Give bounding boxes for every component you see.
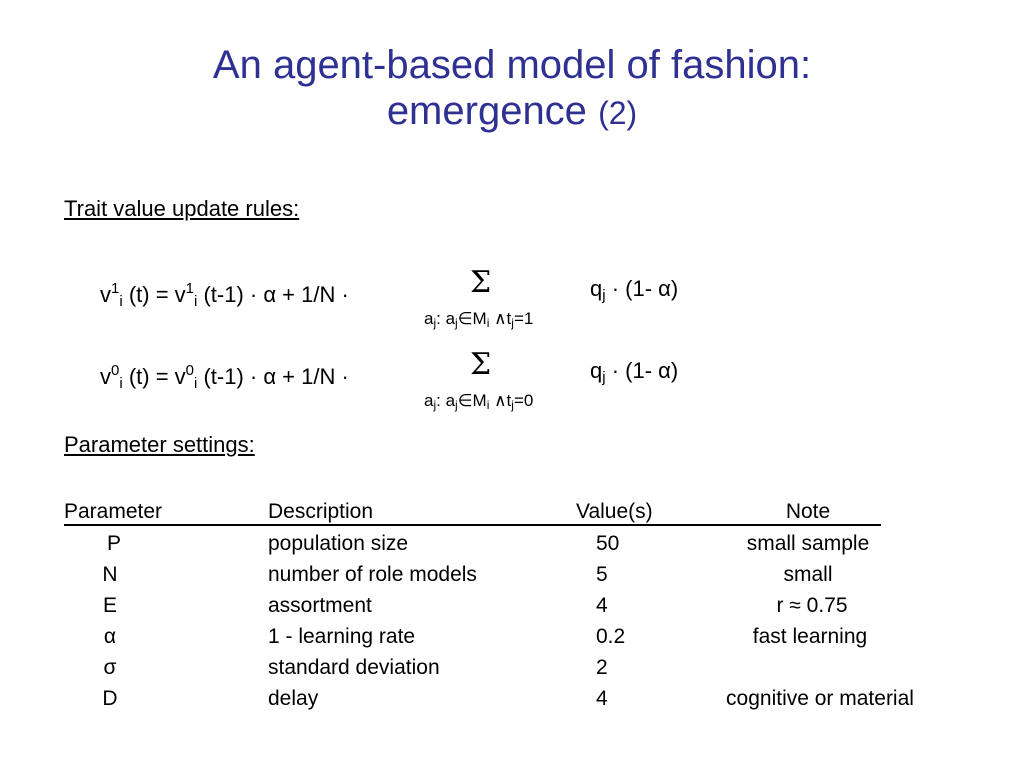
table-row-value: 4 — [596, 594, 608, 617]
table-row-value: 50 — [596, 532, 620, 555]
formula-1-sigma: Σ — [470, 265, 492, 300]
table-row-desc: delay — [268, 687, 319, 710]
formula-1-v: v — [100, 282, 111, 307]
table-row-param: σ — [103, 656, 117, 679]
title-suffix: (2) — [598, 95, 638, 131]
formula-2-sigma: Σ — [470, 347, 492, 382]
slide-title: An agent-based model of fashion: emergen… — [0, 42, 1024, 136]
title-line-2: emergence (2) — [0, 88, 1024, 136]
heading-parameter-settings: Parameter settings: — [64, 432, 255, 457]
formula-1-left-rest: (t) = v — [128, 282, 186, 307]
formula-2-condition: aj: aj∈Mi ∧tj=0 — [424, 391, 533, 415]
formula-1-mid: (t-1) · α + 1/N · — [203, 282, 349, 307]
formula-2-cond-a: a — [424, 391, 434, 410]
table-row-note: small sample — [746, 532, 870, 555]
formula-1-rhs: qj · (1- α) — [590, 276, 678, 309]
table-row-desc: assortment — [268, 594, 372, 617]
formula-2-sup: 0 — [111, 362, 120, 379]
table-row-param: N — [102, 563, 118, 586]
formula-1-right: · (1- α) — [611, 276, 679, 301]
table-row-note: r ≈ 0.75 — [776, 594, 848, 617]
formula-1-qsub: j — [602, 287, 606, 304]
formula-1-sub2: i — [194, 293, 198, 310]
formula-2-sub2: i — [194, 375, 198, 392]
table-row-desc: standard deviation — [268, 656, 440, 679]
formula-2-lhs: v0i (t) = v0i (t-1) · α + 1/N · — [100, 358, 349, 397]
table-row-param: E — [102, 594, 117, 617]
formula-1-lhs: v1i (t) = v1i (t-1) · α + 1/N · — [100, 276, 349, 315]
formula-1-cond-colon: : a — [436, 309, 456, 328]
table-row-desc: population size — [268, 532, 409, 555]
table-row-value: 0.2 — [596, 625, 626, 648]
formula-1-condition: aj: aj∈Mi ∧tj=1 — [424, 309, 533, 333]
formula-2-q: q — [590, 358, 603, 383]
formula-1-cond-j2: j — [455, 316, 458, 330]
table-row-desc: number of role models — [268, 563, 477, 586]
formula-2-cond-colon: : a — [436, 391, 456, 410]
table-row-value: 2 — [596, 656, 608, 679]
formula-1-sub: i — [119, 293, 123, 310]
heading-update-rules: Trait value update rules: — [64, 196, 300, 221]
formula-2-mid: (t-1) · α + 1/N · — [203, 364, 349, 389]
formula-1-cond-a: a — [424, 309, 434, 328]
table-header-rule — [64, 524, 881, 526]
table-row-param: P — [106, 532, 121, 555]
formula-2-right: · (1- α) — [611, 358, 679, 383]
formula-2-cond-j2: j — [455, 398, 458, 412]
formula-2-sup2: 0 — [185, 362, 194, 379]
formula-2-cond-j: j — [433, 398, 437, 412]
formula-2-v: v — [100, 364, 111, 389]
formula-2-qsub: j — [602, 369, 606, 386]
table-header-values: Value(s) — [576, 500, 653, 523]
formula-2-sub: i — [119, 375, 123, 392]
formula-2-left-rest: (t) = v — [128, 364, 186, 389]
formula-1-cond-and: ∧t — [489, 309, 512, 328]
table-row-value: 5 — [596, 563, 608, 586]
table-row-param: D — [102, 687, 118, 710]
formula-1-cond-j: j — [433, 316, 437, 330]
table-row-desc: 1 - learning rate — [268, 625, 416, 648]
table-row-value: 4 — [596, 687, 608, 710]
table-row-param: α — [103, 625, 117, 648]
formula-2-cond-j3: j — [511, 398, 514, 412]
table-header-description: Description — [268, 500, 374, 523]
formula-1-sup: 1 — [111, 280, 120, 297]
formula-2-cond-in: ∈M — [457, 391, 487, 410]
formula-2-rhs: qj · (1- α) — [590, 358, 678, 391]
formula-1-sup2: 1 — [185, 280, 194, 297]
title-emergence: emergence — [386, 89, 587, 133]
formula-1-q: q — [590, 276, 603, 301]
formula-1-cond-j3: j — [511, 316, 514, 330]
formula-2-cond-i: i — [486, 398, 490, 412]
table-header-parameter: Parameter — [64, 500, 163, 523]
formula-1-cond-i: i — [486, 316, 490, 330]
title-line-1: An agent-based model of fashion: — [212, 43, 812, 87]
table-header-note: Note — [785, 500, 831, 523]
formula-1-cond-eq: =1 — [513, 309, 534, 328]
formula-2-cond-eq: =0 — [513, 391, 534, 410]
formula-2-cond-and: ∧t — [489, 391, 512, 410]
table-row-note: small — [783, 563, 833, 586]
table-row-note: cognitive or material — [726, 687, 914, 710]
formula-1-cond-in: ∈M — [457, 309, 487, 328]
table-row-note: fast learning — [752, 625, 868, 648]
